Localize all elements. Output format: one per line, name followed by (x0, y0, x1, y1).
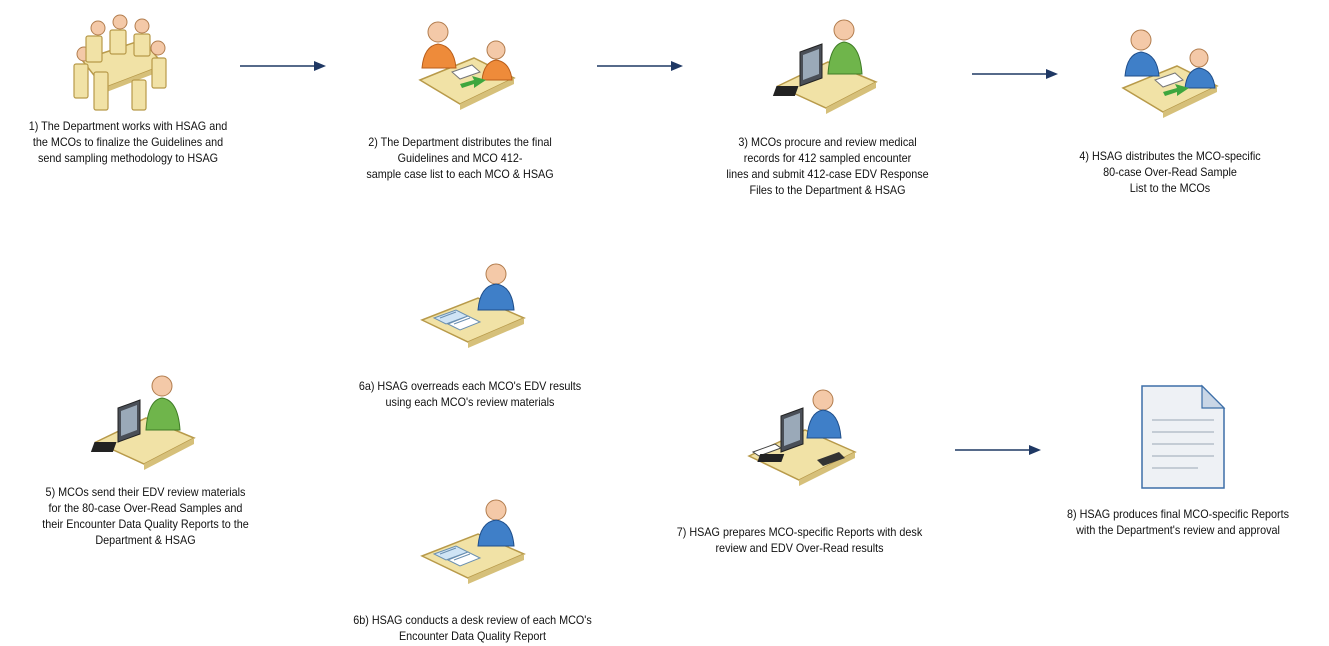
step-2-label: 2) The Department distributes the final … (366, 135, 554, 181)
office-workstation-icon (747, 389, 857, 486)
step-5-label: 5) MCOs send their EDV review materials … (42, 485, 249, 547)
step-6a-label: 6a) HSAG overreads each MCO's EDV result… (358, 379, 582, 409)
meeting-table-icon (73, 14, 167, 111)
step-3-label: 3) MCOs procure and review medical recor… (726, 135, 929, 197)
computer-workstation-icon (90, 375, 196, 470)
arrow-2-to-3 (597, 61, 683, 71)
handoff-orange-icon (418, 21, 516, 110)
desk-review-icon (420, 263, 526, 348)
arrow-7-to-8 (955, 445, 1041, 455)
step-8-label: 8) HSAG produces final MCO-specific Repo… (1066, 507, 1290, 537)
step-6b-label: 6b) HSAG conducts a desk review of each … (353, 613, 592, 643)
document-icon (1141, 384, 1226, 489)
step-1-label: 1) The Department works with HSAG and th… (28, 119, 228, 165)
handoff-blue-icon (1121, 29, 1219, 118)
arrow-1-to-2 (240, 61, 326, 71)
arrow-3-to-4 (972, 69, 1058, 79)
desk-review-icon (420, 499, 526, 584)
computer-workstation-icon (772, 19, 878, 114)
step-4-label: 4) HSAG distributes the MCO-specific 80-… (1079, 149, 1261, 195)
step-7-label: 7) HSAG prepares MCO-specific Reports wi… (676, 525, 923, 555)
